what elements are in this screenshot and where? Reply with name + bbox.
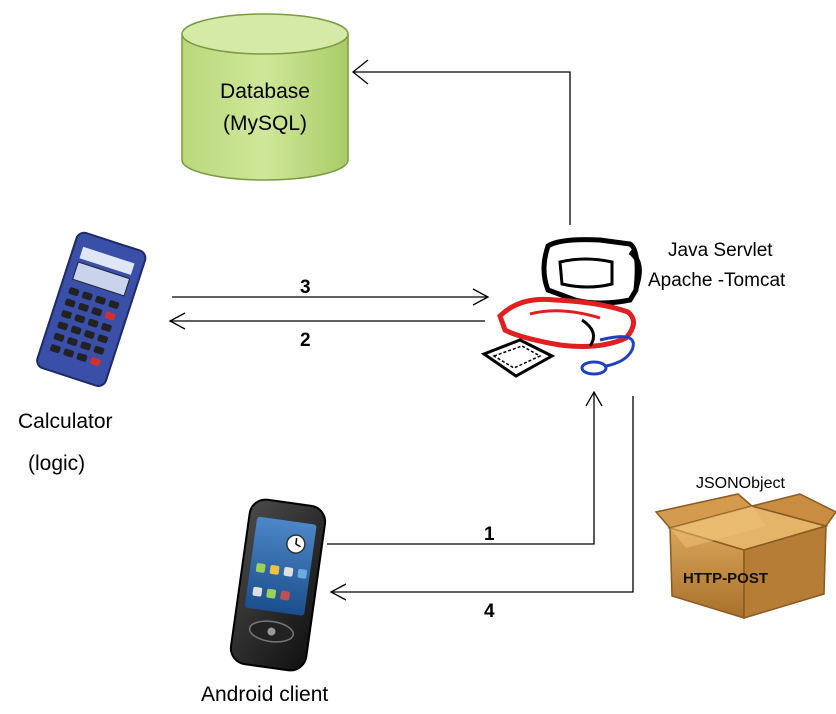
server-label-line1: Java Servlet bbox=[668, 240, 773, 261]
database-name: Database bbox=[220, 80, 310, 103]
calculator-icon bbox=[36, 231, 147, 387]
calculator-label: Calculator bbox=[18, 410, 113, 433]
arrow-server-to-calculator bbox=[168, 312, 485, 330]
payload-box-text: HTTP-POST bbox=[683, 570, 768, 587]
arrow-server-to-client bbox=[329, 396, 634, 601]
step-4-label: 4 bbox=[484, 601, 495, 622]
arrow-server-to-database bbox=[351, 59, 571, 225]
step-1-label: 1 bbox=[484, 524, 495, 545]
android-phone-icon bbox=[229, 498, 327, 672]
client-label: Android client bbox=[201, 683, 329, 706]
server-computer-icon bbox=[480, 237, 642, 378]
database-label: Database (MySQL) bbox=[182, 80, 348, 136]
database-cylinder bbox=[181, 13, 349, 181]
calculator-sublabel: (logic) bbox=[28, 452, 86, 475]
payload-caption: JSONObject bbox=[696, 475, 785, 492]
step-3-label: 3 bbox=[300, 277, 311, 298]
arrow-client-to-server bbox=[327, 390, 603, 545]
step-2-label: 2 bbox=[300, 330, 311, 351]
server-label-line2: Apache -Tomcat bbox=[648, 270, 786, 291]
arrow-calculator-to-server bbox=[172, 288, 490, 306]
database-type: (MySQL) bbox=[223, 112, 307, 135]
cardboard-box-icon bbox=[654, 493, 836, 620]
